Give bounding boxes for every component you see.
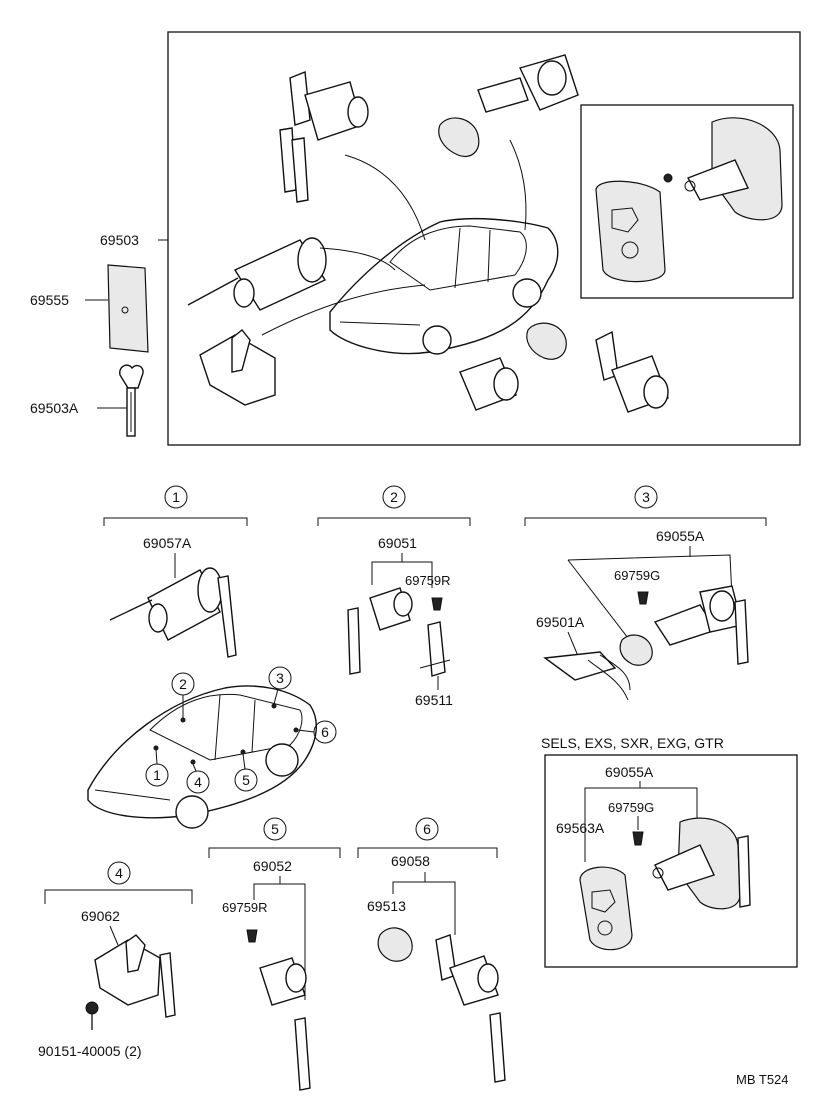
car-callout-6: 6 (321, 724, 329, 740)
label-69563A: 69563A (556, 820, 605, 836)
lock-lever-part-69511 (419, 621, 451, 677)
label-69055A-variant: 69055A (605, 764, 654, 780)
overview-trunk-lock (438, 54, 579, 157)
group-6: 6 69058 69513 (357, 817, 506, 1083)
variant-title: SELS, EXS, SXR, EXG, GTR (541, 735, 724, 751)
overview-ignition (187, 237, 327, 311)
trunk-cylinder-part (653, 585, 749, 665)
variant-frame (544, 754, 798, 968)
label-69057A: 69057A (143, 535, 192, 551)
trunk-lock-lever-part (543, 651, 631, 701)
label-69062: 69062 (81, 908, 120, 924)
car-callout-2: 2 (179, 676, 187, 692)
door-cylinder-part-5 (259, 957, 311, 1091)
label-69058: 69058 (391, 853, 430, 869)
group-3-number: 3 (642, 489, 650, 505)
label-69759G-variant: 69759G (608, 800, 654, 815)
car-callout-1: 1 (153, 767, 161, 783)
group-5-number: 5 (271, 821, 279, 837)
bolt-part (85, 1001, 99, 1030)
group-1: 1 69057A (103, 485, 248, 658)
group-2: 2 69051 69759R 69511 (317, 485, 471, 708)
overview-car (329, 217, 559, 355)
label-69503A: 69503A (30, 400, 79, 416)
car-callout-5: 5 (242, 772, 250, 788)
overview-door-lock-right (595, 330, 669, 413)
label-90151-40005: 90151-40005 (2) (38, 1043, 142, 1059)
plate-hole (121, 306, 129, 314)
door-cylinder-part-2 (347, 587, 413, 675)
label-69503: 69503 (100, 232, 139, 248)
ignition-cylinder-part (109, 567, 237, 658)
label-69759R-group5: 69759R (222, 900, 268, 915)
label-69055A-group3: 69055A (656, 528, 705, 544)
overview-section: 69503 69555 69503A (30, 31, 801, 446)
key-part (119, 364, 144, 437)
label-69501A: 69501A (536, 614, 585, 630)
car-callout-4: 4 (194, 774, 202, 790)
locator-car: 1 2 3 4 5 6 (87, 666, 337, 829)
label-69052: 69052 (253, 858, 292, 874)
label-69555: 69555 (30, 292, 69, 308)
label-69511: 69511 (415, 692, 453, 708)
overview-door-lock-bottom (459, 322, 567, 411)
ring-part (377, 927, 413, 962)
overview-inner-frame (580, 104, 794, 299)
group-5: 5 69052 69759R (208, 817, 341, 1091)
overview-inner-plate (595, 180, 666, 283)
overview-inner-housing (711, 117, 783, 221)
group-1-number: 1 (172, 489, 180, 505)
group-2-number: 2 (390, 489, 398, 505)
label-69759G-group3: 69759G (614, 568, 660, 583)
group-4-number: 4 (115, 865, 123, 881)
group-3: 3 69055A 69759G 69501A (524, 485, 767, 701)
footer-code: MB T524 (736, 1072, 789, 1087)
overview-door-lock-left (279, 71, 369, 203)
trunk-cylinder-part-6 (435, 934, 506, 1083)
overview-hood-lock (199, 329, 276, 406)
label-69513: 69513 (367, 898, 406, 914)
grommet-part (619, 634, 653, 666)
overview-frame (167, 31, 801, 446)
label-69759R-group2: 69759R (405, 573, 451, 588)
label-69051: 69051 (378, 535, 417, 551)
variant-plate-part (579, 866, 633, 951)
group-6-number: 6 (423, 821, 431, 837)
variant-section: SELS, EXS, SXR, EXG, GTR 69055A 69759G 6… (541, 735, 798, 968)
hood-lock-part (94, 934, 176, 1018)
car-callout-3: 3 (276, 670, 284, 686)
group-4: 4 69062 90151-40005 (2) (38, 861, 193, 1059)
